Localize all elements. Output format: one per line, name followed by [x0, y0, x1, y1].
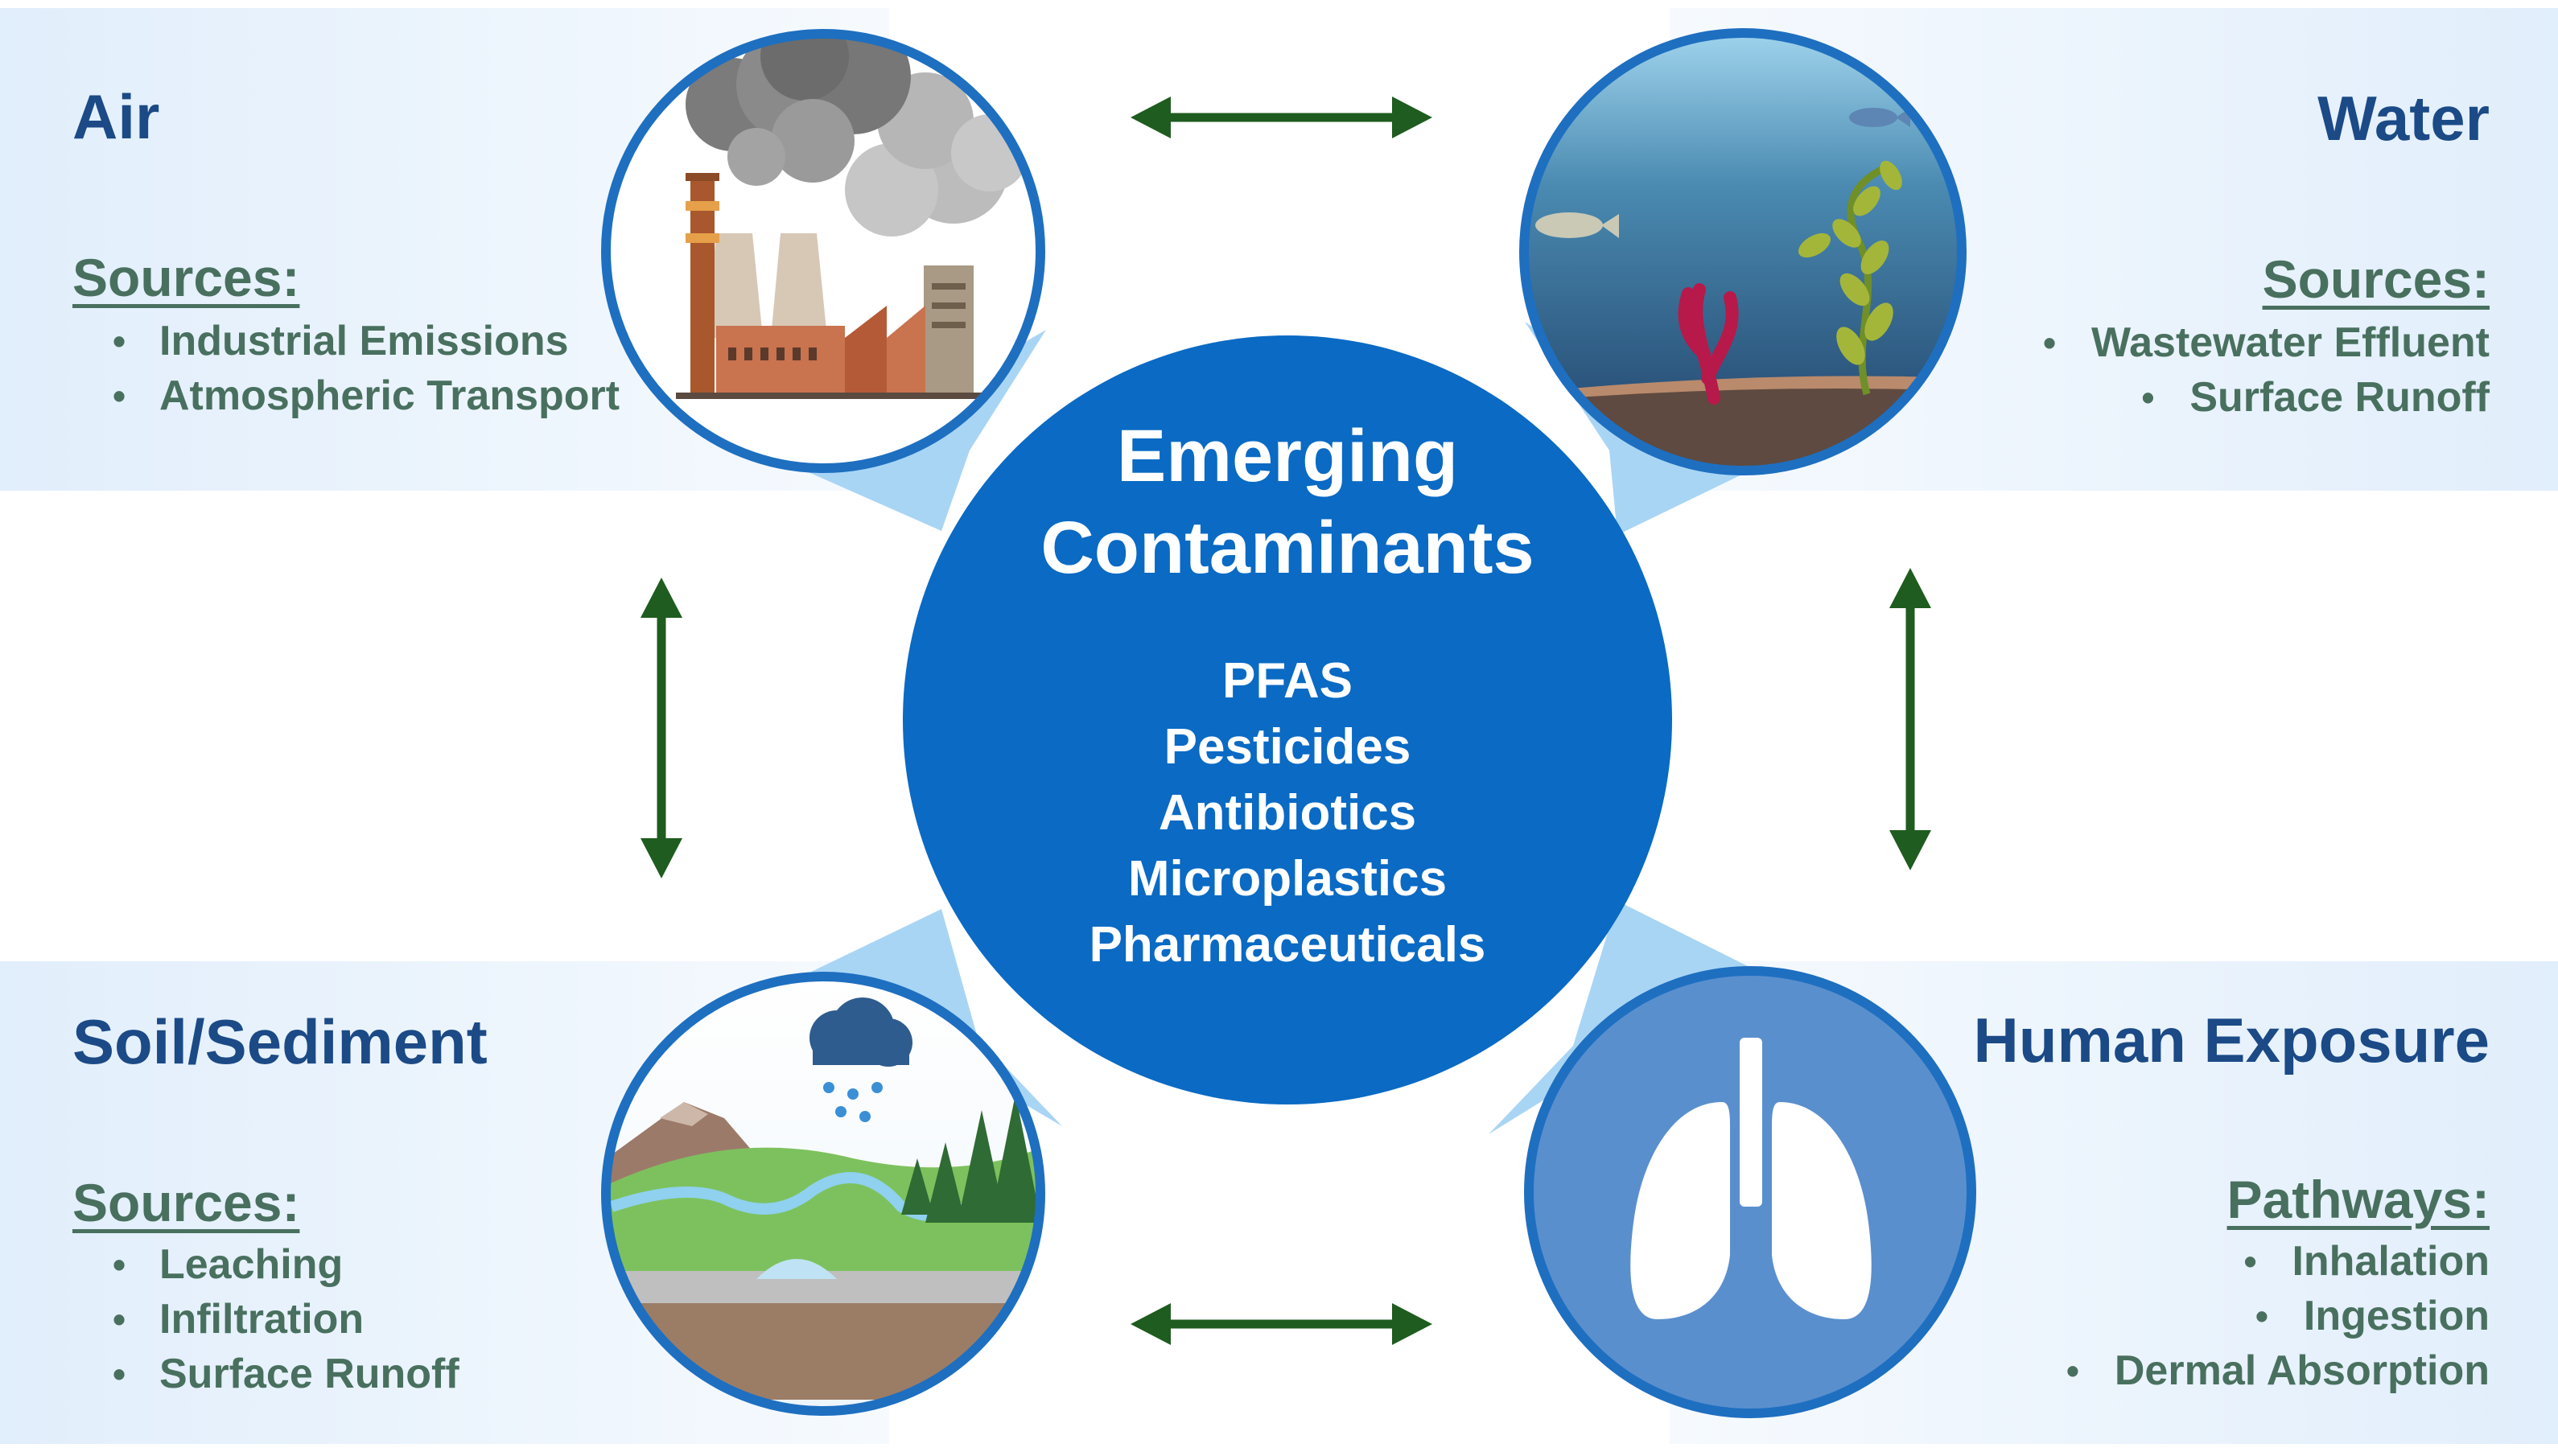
- list-item: Surface Runoff: [2043, 370, 2490, 425]
- contaminant-list: PFAS Pesticides Antibiotics Microplastic…: [1006, 648, 1569, 978]
- air-sources-heading: Sources:: [72, 248, 300, 307]
- list-item: Ingestion: [2066, 1289, 2490, 1343]
- list-item: Dermal Absorption: [2066, 1343, 2490, 1398]
- list-item: Wastewater Effluent: [2043, 315, 2490, 370]
- list-item: Inhalation: [2066, 1234, 2490, 1289]
- water-sources-list: Wastewater Effluent Surface Runoff: [2043, 315, 2490, 425]
- center-circle: [903, 335, 1672, 1104]
- list-item: PFAS: [1222, 653, 1353, 709]
- soil-landscape-icon: [601, 972, 1045, 1416]
- center-title-line1: Emerging: [1116, 415, 1459, 497]
- arrow-air-water: [1131, 97, 1432, 138]
- human-pathways-list: Inhalation Ingestion Dermal Absorption: [2066, 1234, 2490, 1398]
- list-item: Microplastics: [1127, 851, 1448, 907]
- list-item: Leaching: [113, 1237, 459, 1292]
- soil-sources-heading: Sources:: [72, 1173, 300, 1232]
- list-item: Surface Runoff: [113, 1347, 459, 1401]
- air-title: Air: [72, 81, 160, 152]
- list-item: Industrial Emissions: [113, 314, 620, 368]
- list-item: Pesticides: [1164, 719, 1411, 775]
- arrow-water-human: [1889, 568, 1931, 870]
- arrow-air-soil: [641, 578, 682, 878]
- water-title: Water: [2317, 83, 2490, 154]
- arrow-soil-human: [1131, 1303, 1432, 1345]
- soil-sources-list: Leaching Infiltration Surface Runoff: [113, 1237, 459, 1401]
- human-title: Human Exposure: [1973, 1005, 2490, 1076]
- soil-title: Soil/Sediment: [72, 1006, 488, 1077]
- factory-smokestack-icon: [601, 29, 1045, 473]
- water-sources-heading: Sources:: [2262, 249, 2490, 309]
- list-item: Infiltration: [113, 1292, 459, 1347]
- list-item: Pharmaceuticals: [1089, 917, 1486, 973]
- list-item: Antibiotics: [1158, 785, 1417, 841]
- lungs-icon: [1524, 966, 1976, 1418]
- human-pathways-heading: Pathways:: [2226, 1170, 2490, 1229]
- center-title-line2: Contaminants: [1040, 507, 1534, 589]
- list-item: Atmospheric Transport: [113, 368, 620, 423]
- air-sources-list: Industrial Emissions Atmospheric Transpo…: [113, 314, 620, 423]
